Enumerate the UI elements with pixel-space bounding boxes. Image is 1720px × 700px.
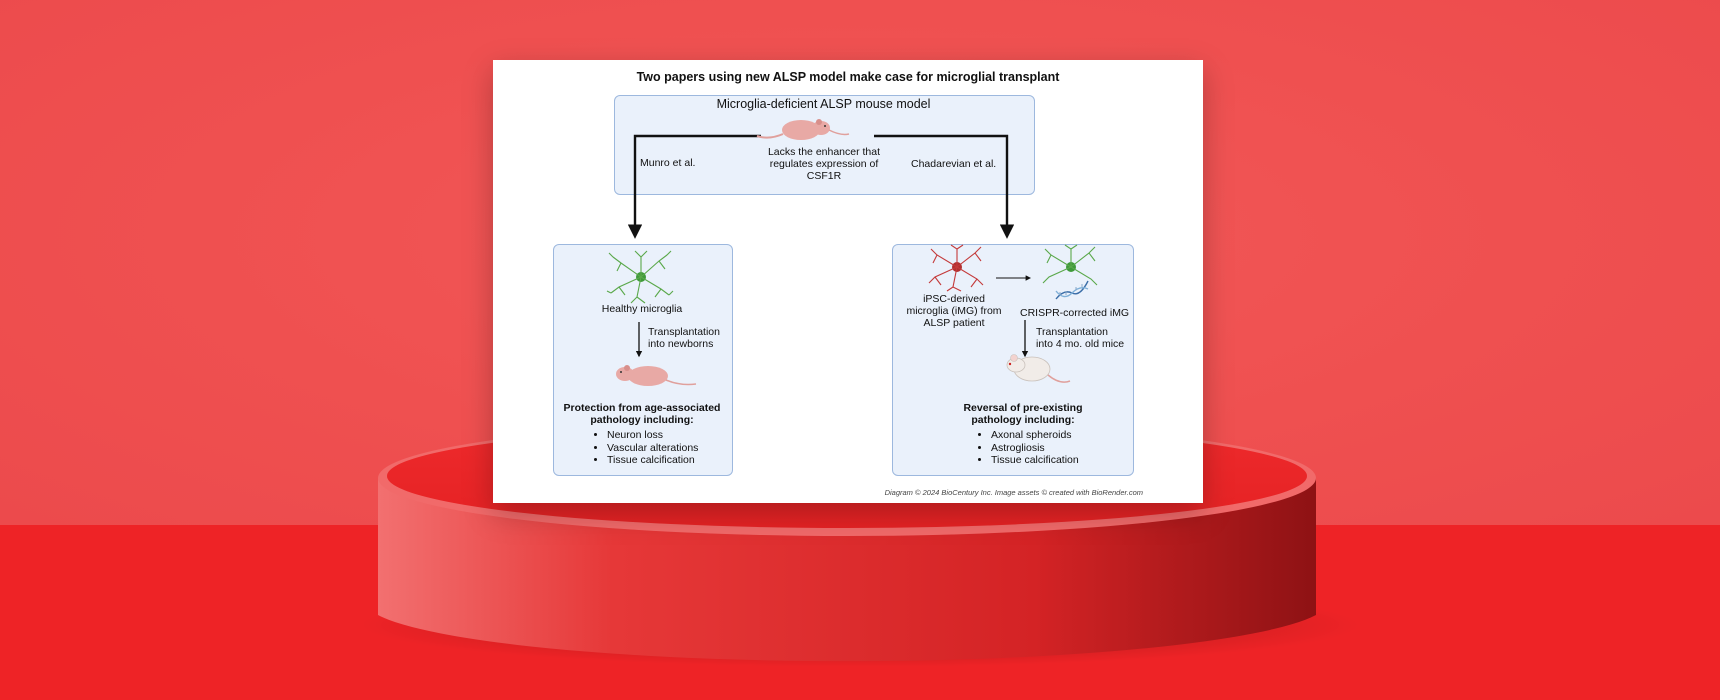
ipsc-microglia-line: microglia (iMG) from [906,305,1002,317]
list-item: Astrogliosis [991,442,1079,455]
left-pink-mouse-icon [616,365,697,386]
transplant-adult-line: into 4 mo. old mice [1036,338,1125,350]
crispr-corrected-label: CRISPR-corrected iMG [1020,307,1130,319]
model-description-line: Lacks the enhancer that [767,146,881,158]
model-description-line: regulates expression of [769,158,879,170]
reversal-heading-line: pathology including: [971,414,1075,426]
corrected-microglia-icon [1042,244,1098,286]
pink-mouse-icon [756,119,850,140]
healthy-microglia-label: Healthy microglia [601,303,683,315]
transplant-adult-label: Transplantation into 4 mo. old mice [1036,326,1124,350]
diagram-card: Two papers using new ALSP model make cas… [493,60,1203,503]
model-description: Lacks the enhancer that regulates expres… [744,146,904,182]
ipsc-microglia-line: ALSP patient [923,317,985,329]
list-item: Neuron loss [607,429,698,442]
arrow-to-munro [627,134,761,239]
arrow-to-chadarevian [874,134,1015,239]
protection-heading-line: pathology including: [590,414,694,426]
protection-list: Neuron loss Vascular alterations Tissue … [589,429,698,467]
diagram-graphics [606,119,1098,386]
alsp-model-heading: Microglia-deficient ALSP mouse model [716,97,931,111]
munro-label: Munro et al. [640,157,696,169]
transplant-newborns-line: Transplantation [648,326,720,338]
protection-heading: Protection from age-associated pathology… [553,402,731,426]
reversal-heading: Reversal of pre-existing pathology inclu… [933,402,1113,426]
model-description-line: CSF1R [806,170,842,182]
list-item: Vascular alterations [607,442,698,455]
reversal-heading-line: Reversal of pre-existing [963,402,1083,414]
transplant-newborns-line: into newborns [648,338,714,350]
ipsc-microglia-label: iPSC-derived microglia (iMG) from ALSP p… [895,293,1013,329]
diagram-title: Two papers using new ALSP model make cas… [636,70,1060,84]
alsp-model-box [614,95,1035,195]
credit-footer: Diagram © 2024 BioCentury Inc. Image ass… [884,488,1143,497]
transplant-newborns-label: Transplantation into newborns [648,326,720,350]
transplant-adult-line: Transplantation [1036,326,1108,338]
reversal-list: Axonal spheroids Astrogliosis Tissue cal… [973,429,1079,467]
list-item: Tissue calcification [991,454,1079,467]
white-mouse-icon [1006,354,1071,383]
chadarevian-label: Chadarevian et al. [911,158,997,170]
dna-icon [1055,280,1089,300]
protection-heading-line: Protection from age-associated [563,402,721,414]
ipsc-microglia-line: iPSC-derived [923,293,985,305]
list-item: Axonal spheroids [991,429,1079,442]
list-item: Tissue calcification [607,454,698,467]
red-microglia-icon [928,244,984,292]
green-microglia-icon [606,250,674,304]
munro-box [553,244,733,476]
